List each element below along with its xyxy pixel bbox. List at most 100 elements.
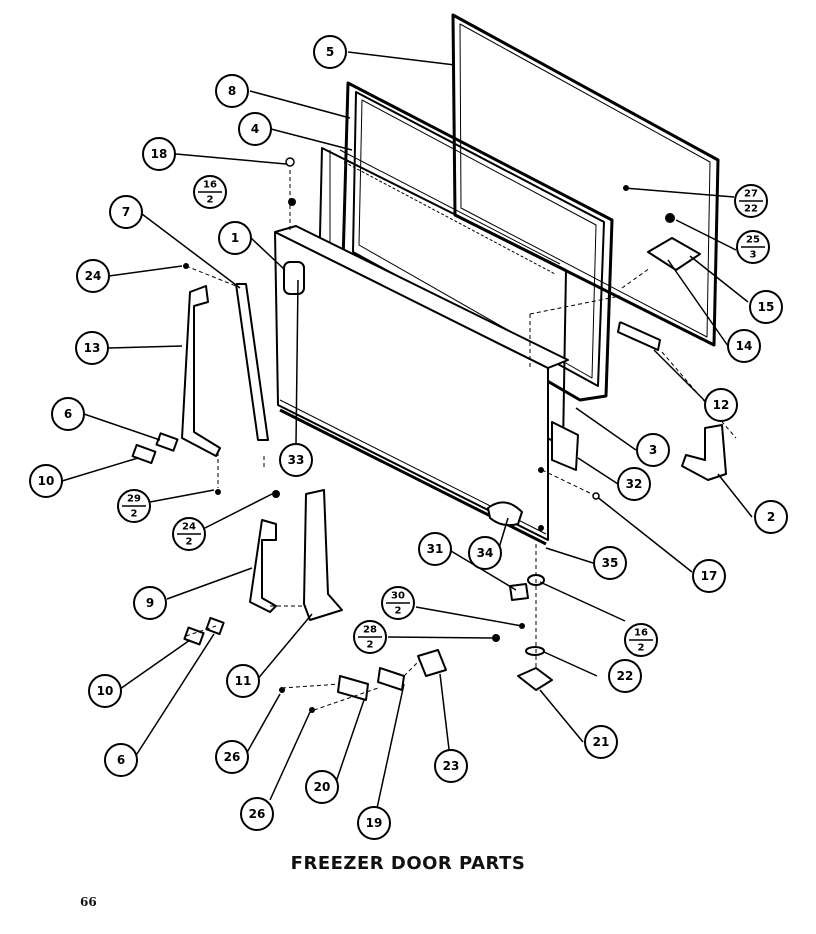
callout-label-10a: 10 — [38, 474, 55, 488]
callout-5 — [313, 35, 347, 69]
diagram-caption: FREEZER DOOR PARTS — [290, 853, 526, 874]
part-10-cap — [131, 443, 157, 465]
part-12-strip — [617, 321, 661, 351]
part-23-plate — [417, 649, 447, 677]
callout-6a — [51, 397, 85, 431]
callout-label-26b: 26 — [249, 807, 266, 821]
callout-11 — [226, 664, 260, 698]
callout-label-16b-bottom: 2 — [638, 643, 645, 654]
callout-label-10b: 10 — [97, 684, 114, 698]
alignment-lines — [185, 170, 737, 711]
callout-label-5: 5 — [326, 45, 334, 59]
callout-label-14: 14 — [736, 339, 753, 353]
callout-26a — [215, 740, 249, 774]
callout-8 — [215, 74, 249, 108]
callout-19 — [357, 806, 391, 840]
callout-label-30-bottom: 2 — [395, 606, 402, 617]
callout-35 — [593, 546, 627, 580]
part-22-washer — [525, 646, 545, 656]
callout-label-24b-top: 24 — [182, 522, 196, 533]
callout-7 — [109, 195, 143, 229]
part-13-handle — [181, 285, 221, 457]
callout-label-32: 32 — [626, 477, 643, 491]
callout-24 — [76, 259, 110, 293]
callout-label-20: 20 — [314, 780, 331, 794]
callout-label-23: 23 — [443, 759, 460, 773]
callout-labels: 5 8 4 18 7 1 24 13 6 10 33 15 14 12 3 32… — [38, 45, 776, 830]
callout-label-4: 4 — [251, 122, 259, 136]
callout-10a — [29, 464, 63, 498]
part-24b-screw — [272, 490, 280, 498]
callout-label-16a-top: 16 — [203, 180, 217, 191]
callout-4 — [238, 112, 272, 146]
part-17-screw — [592, 492, 600, 500]
callout-label-9: 9 — [146, 596, 154, 610]
callout-label-34: 34 — [477, 546, 494, 560]
callout-17 — [692, 559, 726, 593]
callout-label-18a: 18 — [151, 147, 168, 161]
callout-label-8: 8 — [228, 84, 236, 98]
leader-lines — [61, 51, 753, 823]
callout-label-11: 11 — [235, 674, 252, 688]
callout-1 — [218, 221, 252, 255]
callout-34 — [468, 536, 502, 570]
callout-14 — [727, 329, 761, 363]
callout-circles — [29, 35, 788, 840]
part-31-clip — [509, 583, 529, 601]
part-26a-screw — [279, 687, 285, 693]
callout-3 — [636, 433, 670, 467]
part-11-trim — [303, 489, 343, 621]
part-5-outer-panel — [451, 13, 720, 347]
callout-label-26a: 26 — [224, 750, 241, 764]
callout-10b — [88, 674, 122, 708]
part-2-bracket — [681, 424, 727, 481]
callout-label-29-bottom: 2 — [131, 509, 138, 520]
callout-label-35: 35 — [602, 556, 619, 570]
part-6-insert — [155, 432, 179, 452]
callout-label-28a-top: 28 — [363, 625, 377, 636]
part-1-door-panel — [274, 225, 569, 546]
callout-label-25-bottom: 3 — [750, 250, 757, 261]
part-32-block — [551, 421, 579, 471]
callout-label-31: 31 — [427, 542, 444, 556]
callout-31 — [418, 532, 452, 566]
callout-label-19: 19 — [366, 816, 383, 830]
part-28-screw — [492, 634, 500, 642]
part-14-hinge — [647, 237, 701, 271]
callout-label-6a: 6 — [64, 407, 72, 421]
callout-12 — [704, 388, 738, 422]
callout-label-24: 24 — [85, 269, 102, 283]
callout-32 — [617, 467, 651, 501]
fasteners — [183, 157, 629, 713]
callout-15 — [749, 290, 783, 324]
part-34-handle-cup — [487, 501, 523, 527]
callout-label-7: 7 — [122, 205, 130, 219]
callout-9 — [133, 586, 167, 620]
callout-label-28a-bottom: 2 — [367, 640, 374, 651]
callout-2 — [754, 500, 788, 534]
part-10b-cap — [183, 626, 205, 646]
callout-label-6b: 6 — [117, 753, 125, 767]
part-26b-screw — [309, 707, 315, 713]
callout-label-33: 33 — [288, 453, 305, 467]
callout-label-16b-top: 16 — [634, 628, 648, 639]
callout-label-15: 15 — [758, 300, 775, 314]
part-6b-insert — [205, 616, 225, 636]
callout-26b — [240, 797, 274, 831]
callout-label-17: 17 — [701, 569, 718, 583]
callout-6b — [104, 743, 138, 777]
callout-20 — [305, 770, 339, 804]
part-27-screw — [623, 185, 629, 191]
callout-21 — [584, 725, 618, 759]
callout-label-21: 21 — [593, 735, 610, 749]
part-7-trim — [235, 283, 269, 441]
callout-label-24b-bottom: 2 — [186, 537, 193, 548]
callout-label-27-bottom: 22 — [744, 204, 758, 215]
part-20-plate — [337, 675, 369, 701]
callout-label-13: 13 — [84, 341, 101, 355]
callout-label-29-top: 29 — [127, 494, 141, 505]
callout-label-2: 2 — [767, 510, 775, 524]
callout-22 — [608, 659, 642, 693]
callout-13 — [75, 331, 109, 365]
callout-label-3: 3 — [649, 443, 657, 457]
